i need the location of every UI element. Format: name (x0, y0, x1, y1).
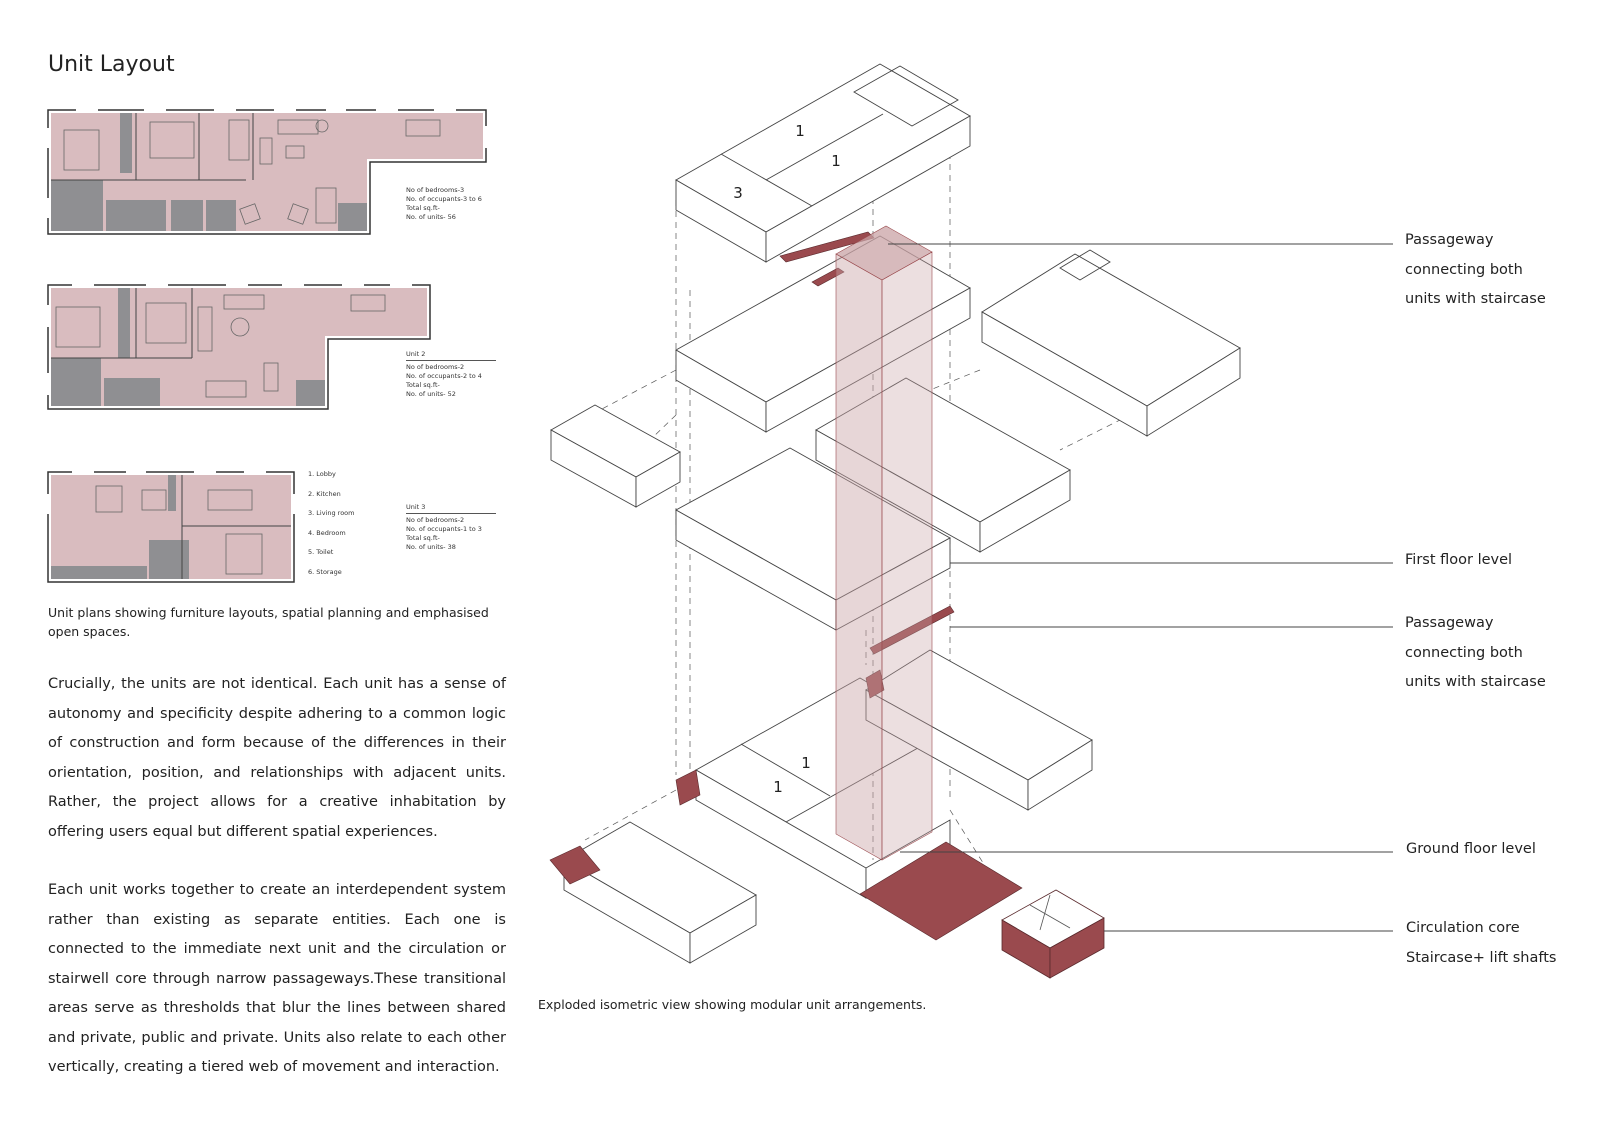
first-floor-unit-right (981, 249, 1241, 437)
roof-label: 1 (801, 754, 811, 772)
roof-label: 1 (831, 152, 841, 170)
unit-3-plan (46, 470, 296, 583)
plan-caption: Unit plans showing furniture layouts, sp… (48, 605, 489, 639)
vertical-core-shaft (835, 225, 933, 861)
first-floor-unit-left (675, 235, 971, 433)
callout-passageway-mid: Passageway connecting both units with st… (1405, 615, 1546, 690)
callout-passageway-top: Passageway connecting both units with st… (1405, 232, 1546, 307)
body-paragraph-2: Each unit works together to create an in… (48, 882, 506, 1075)
mid-unit-left (675, 447, 951, 631)
roof-label: 1 (795, 122, 805, 140)
legend-item: 3. Living room (308, 509, 355, 518)
page-title: Unit Layout (48, 52, 175, 77)
roof-label: 1 (773, 778, 783, 796)
callout-ground-floor: Ground floor level (1406, 841, 1536, 857)
callout-first-floor: First floor level (1405, 552, 1513, 568)
roof-label: 3 (733, 184, 743, 202)
unit-1-info: No of bedrooms-3 No. of occupants-3 to 6… (406, 186, 482, 221)
circulation-core-block (1001, 889, 1105, 979)
callout-circulation-core: Circulation core Staircase+ lift shafts (1406, 920, 1557, 966)
unit-2-info: Unit 2 No of bedrooms-2 No. of occupants… (406, 350, 496, 399)
legend-item: 5. Toilet (308, 548, 334, 557)
legend-item: 6. Storage (308, 567, 342, 576)
small-unit-bottom (563, 821, 757, 964)
small-unit-mid (865, 649, 1093, 811)
iso-caption: Exploded isometric view showing modular … (538, 997, 927, 1012)
unit-2-plan (46, 283, 431, 410)
mid-unit-right (815, 377, 1071, 553)
top-floor-unit (675, 63, 971, 263)
body-paragraph-1: Crucially, the units are not identical. … (48, 676, 506, 840)
unit-3-info: Unit 3 No of bedrooms-2 No. of occupants… (406, 503, 496, 552)
legend-item: 4. Bedroom (308, 528, 346, 537)
legend-item: 1. Lobby (308, 470, 336, 478)
legend-item: 2. Kitchen (308, 489, 341, 498)
unit-1-plan (46, 108, 488, 235)
small-unit-left (550, 404, 681, 508)
callout-leaders (888, 243, 1393, 932)
room-legend: 1. Lobby 2. Kitchen 3. Living room 4. Be… (308, 470, 354, 588)
